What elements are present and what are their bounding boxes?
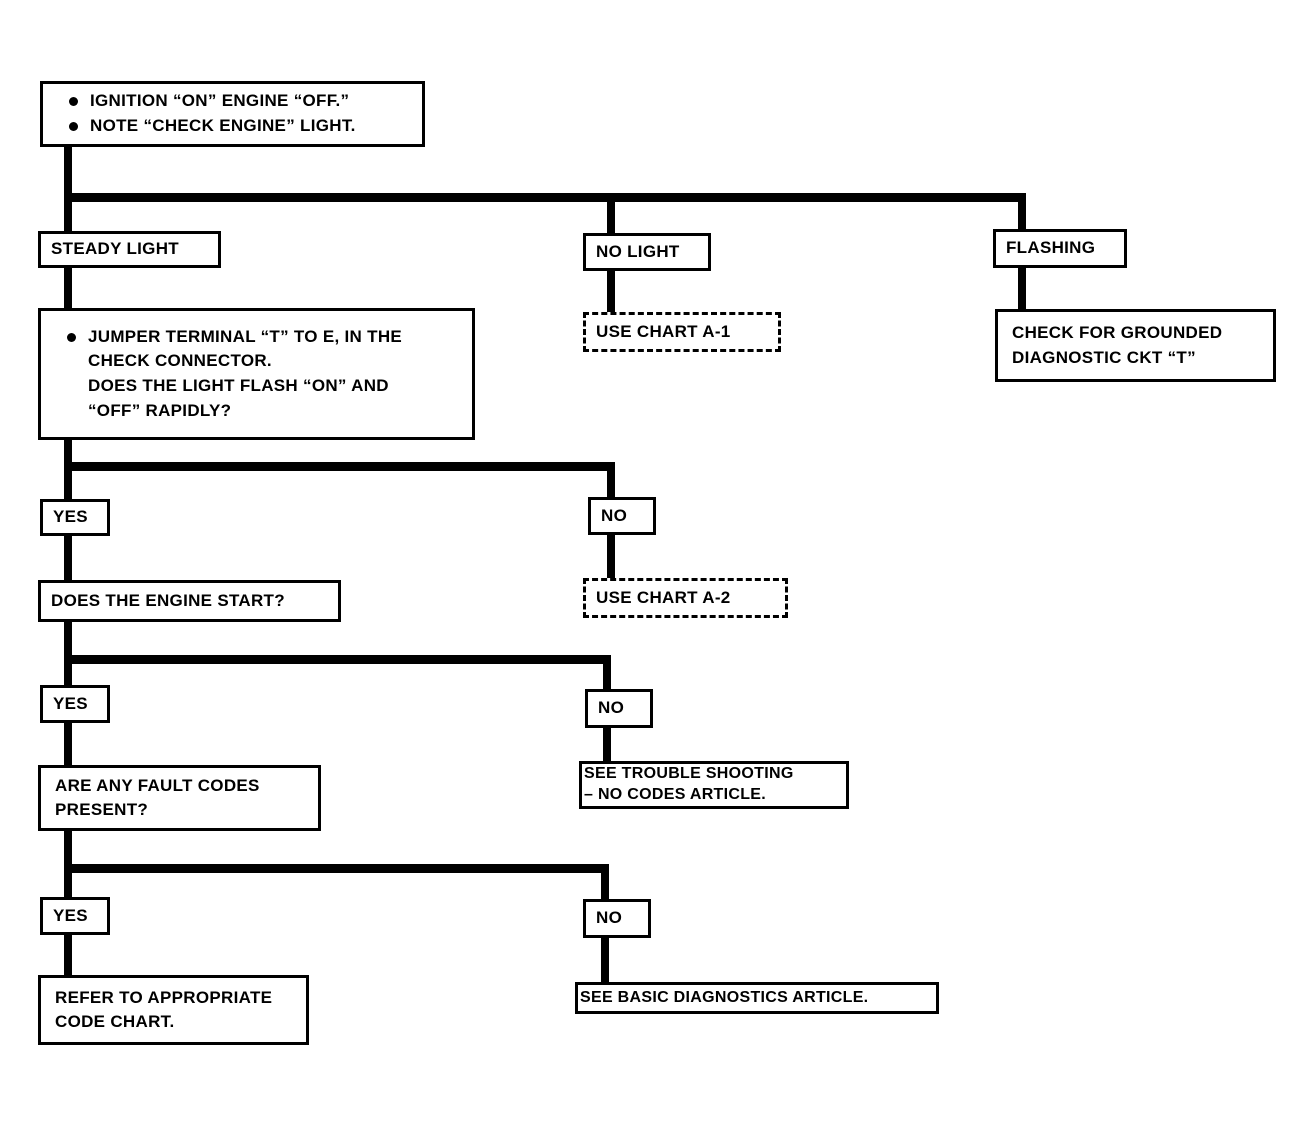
node-use-chart-a2[interactable]: USE CHART A-2 [583,578,788,618]
connector-main-bus [64,193,1026,202]
node-basic-diagnostics-label: SEE BASIC DIAGNOSTICS ARTICLE. [580,988,869,1006]
node-trouble-shooting-label: SEE TROUBLE SHOOTING – NO CODES ARTICLE. [584,765,794,803]
connector-start-down [64,145,72,201]
connector-codesno-to-basicdiag [601,938,609,984]
jumper-bullet-1: JUMPER TERMINAL “T” TO E, IN THE CHECK C… [55,325,460,424]
node-steady-light-label: STEADY LIGHT [51,239,179,259]
node-codes-no[interactable]: NO [583,899,651,938]
connector-enginestart-down [64,621,72,657]
node-jumper-yes[interactable]: YES [40,499,110,536]
connector-faultcodes-branch-bus [64,864,605,873]
connector-bus-to-steady [64,193,72,233]
node-start-no[interactable]: NO [585,689,653,728]
node-start-yes[interactable]: YES [40,685,110,723]
node-use-chart-a2-label: USE CHART A-2 [596,587,731,607]
connector-faultcodes-down [64,830,72,866]
node-flashing-label: FLASHING [1006,238,1096,258]
connector-steady-to-jumper [64,266,72,312]
node-use-chart-a1[interactable]: USE CHART A-1 [583,312,781,352]
jumper-bullet-1-text: JUMPER TERMINAL “T” TO E, IN THE CHECK C… [88,326,403,420]
node-start-yes-label: YES [53,693,88,713]
node-jumper-no-label: NO [601,505,628,525]
bullet-dot-icon [67,332,76,342]
node-jumper-yes-label: YES [53,507,88,527]
connector-bus-to-nolight [607,193,615,235]
node-jumper-no[interactable]: NO [588,497,656,535]
start-bullet-1-text: IGNITION “ON” ENGINE “OFF.” [90,91,350,111]
bullet-dot-icon [69,122,78,131]
connector-jumperno-to-charta2 [607,534,615,580]
start-bullet-2-text: NOTE “CHECK ENGINE” LIGHT. [90,116,356,135]
node-refer-code-chart-label: REFER TO APPROPRIATE CODE CHART. [55,987,273,1031]
node-basic-diagnostics[interactable]: SEE BASIC DIAGNOSTICS ARTICLE. [575,982,939,1014]
node-check-grounded[interactable]: CHECK FOR GROUNDED DIAGNOSTIC CKT “T” [995,309,1276,382]
connector-branch-to-jumper-yes [64,462,72,500]
node-codes-yes-label: YES [53,905,88,925]
node-flashing[interactable]: FLASHING [993,229,1127,268]
connector-enginestart-branch-bus [64,655,611,664]
connector-nolight-to-charta1 [607,268,615,314]
node-fault-codes[interactable]: ARE ANY FAULT CODES PRESENT? [38,765,321,831]
connector-branch-to-start-yes [64,655,72,687]
node-no-light-label: NO LIGHT [596,241,680,261]
node-start-no-label: NO [598,698,625,718]
node-no-light[interactable]: NO LIGHT [583,233,711,271]
node-engine-start-label: DOES THE ENGINE START? [51,590,285,610]
node-codes-yes[interactable]: YES [40,897,110,935]
connector-bus-to-flashing [1018,193,1026,231]
connector-branch-to-codes-no [601,864,609,900]
node-fault-codes-label: ARE ANY FAULT CODES PRESENT? [55,775,260,819]
node-trouble-shooting[interactable]: SEE TROUBLE SHOOTING – NO CODES ARTICLE. [579,761,849,809]
node-refer-code-chart[interactable]: REFER TO APPROPRIATE CODE CHART. [38,975,309,1045]
node-jumper-terminal: JUMPER TERMINAL “T” TO E, IN THE CHECK C… [38,308,475,440]
connector-jumper-branch-bus [64,462,615,471]
connector-startno-to-troubleshooting [603,727,611,763]
connector-branch-to-jumper-no [607,462,615,498]
node-check-grounded-label: CHECK FOR GROUNDED DIAGNOSTIC CKT “T” [1012,323,1223,367]
node-steady-light[interactable]: STEADY LIGHT [38,231,221,268]
connector-startyes-to-faultcodes [64,722,72,766]
node-use-chart-a1-label: USE CHART A-1 [596,321,731,341]
connector-flashing-to-grounded [1018,266,1026,310]
node-start: IGNITION “ON” ENGINE “OFF.” NOTE “CHECK … [40,81,425,147]
connector-branch-to-start-no [603,655,611,689]
node-engine-start[interactable]: DOES THE ENGINE START? [38,580,341,622]
start-bullet-1: IGNITION “ON” ENGINE “OFF.” [57,89,410,114]
connector-codesyes-to-refer [64,934,72,976]
connector-jumperyes-to-enginestart [64,535,72,581]
start-bullet-2: NOTE “CHECK ENGINE” LIGHT. [57,114,410,139]
connector-jumper-down [64,437,72,470]
node-codes-no-label: NO [596,908,623,928]
bullet-dot-icon [69,97,78,107]
connector-branch-to-codes-yes [64,864,72,898]
